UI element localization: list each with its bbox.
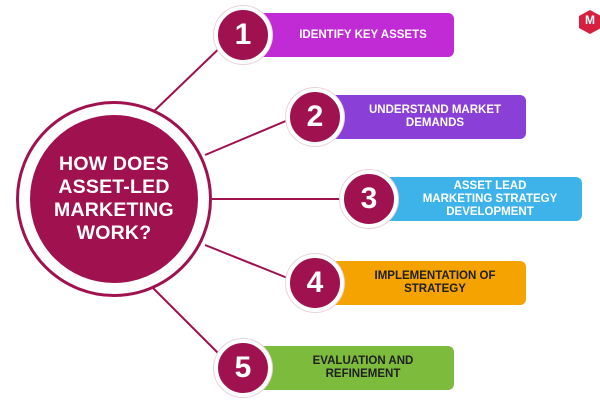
step-1-bar: IDENTIFY KEY ASSETS	[250, 13, 454, 57]
brand-logo-letter: M	[585, 13, 595, 27]
step-5-label: EVALUATION AND REFINEMENT	[312, 355, 414, 380]
brand-logo-icon	[579, 10, 600, 34]
connector-5	[149, 284, 231, 366]
step-4-number: 4	[306, 266, 324, 299]
step-5-bar: EVALUATION AND REFINEMENT	[250, 346, 454, 390]
center-title: HOW DOES ASSET-LED MARKETING WORK?	[54, 153, 174, 244]
step-4-badge: 4	[286, 254, 344, 312]
step-3-label: ASSET LEAD MARKETING STRATEGY DEVELOPMEN…	[422, 179, 558, 218]
step-1-number: 1	[234, 18, 252, 51]
step-4-bar: IMPLEMENTATION OF STRATEGY	[322, 261, 526, 305]
step-2-bar: UNDERSTAND MARKET DEMANDS	[322, 95, 526, 139]
step-3-bar: ASSET LEAD MARKETING STRATEGY DEVELOPMEN…	[376, 177, 582, 221]
step-5-badge: 5	[214, 339, 272, 397]
connector-2	[204, 114, 301, 156]
connector-1	[149, 37, 231, 116]
step-4-label: IMPLEMENTATION OF STRATEGY	[374, 270, 496, 295]
step-1-badge: 1	[214, 6, 272, 64]
step-3-number: 3	[360, 182, 378, 215]
connector-4	[204, 244, 301, 284]
center-circle: HOW DOES ASSET-LED MARKETING WORK?	[30, 115, 198, 283]
step-5-number: 5	[234, 351, 252, 384]
step-2-label: UNDERSTAND MARKET DEMANDS	[368, 104, 502, 129]
step-3-badge: 3	[340, 170, 398, 228]
step-1-label: IDENTIFY KEY ASSETS	[299, 28, 427, 41]
step-2-badge: 2	[286, 88, 344, 146]
step-2-number: 2	[306, 100, 324, 133]
